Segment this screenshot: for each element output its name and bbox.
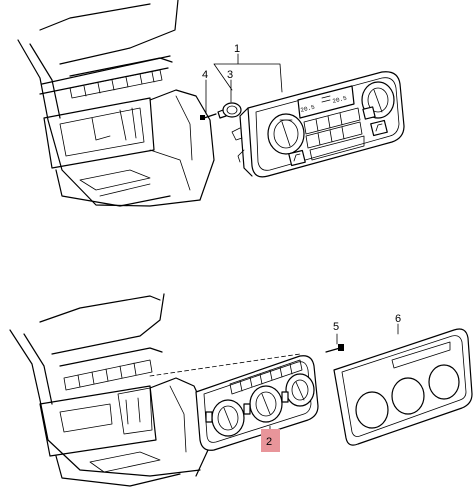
knob-center-bottom [249,385,283,423]
sensor-part-3 [217,102,242,119]
screw-part-5 [325,333,344,353]
dashboard-console-bottom [9,293,209,487]
callout-2: 2 [266,436,272,448]
leader-1 [213,53,283,93]
callout-3: 3 [227,69,233,81]
control-unit-part-2 [195,355,319,451]
dashboard-console-top [17,0,215,207]
right-temp-readout: 20.5 [332,95,348,105]
callout-4: 4 [202,69,208,81]
top-illustration: 20.5 20.5 [17,0,405,207]
button-grid-top [303,107,365,161]
lcd-display-top: 20.5 20.5 [297,85,355,119]
knob-right-bottom [285,373,315,407]
callout-labels: 1 3 4 2 5 6 [202,43,401,452]
bottom-illustration [9,293,473,487]
callout-1: 1 [234,43,240,55]
trim-panel-part-6 [333,323,473,446]
screw-part-4 [200,113,217,120]
climate-panel-top: 20.5 20.5 [231,71,405,178]
callout-6: 6 [395,313,401,325]
knob-left-bottom [211,399,245,437]
callout-5: 5 [333,321,339,333]
left-temp-readout: 20.5 [300,104,316,114]
seat-heat-buttons-top [288,106,388,167]
assembly-dashed-line [149,353,301,377]
callout-2-highlight [261,429,280,452]
knob-left-top [267,113,305,155]
